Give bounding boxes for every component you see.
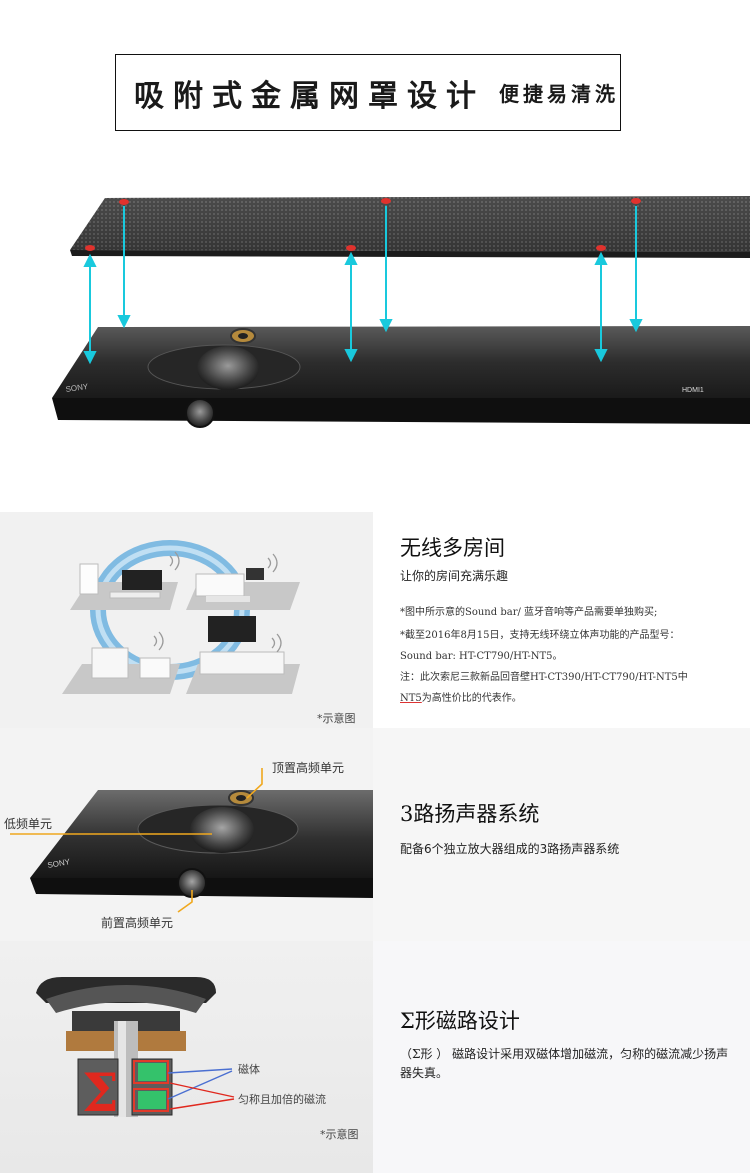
- hero-soundbar-illustration: SONY HDMI1: [0, 180, 750, 450]
- woofer-icon: [190, 807, 254, 853]
- label-front-tweeter: 前置高频单元: [101, 916, 174, 930]
- callout-lines: [10, 768, 263, 913]
- magnet-icons: [138, 1063, 166, 1109]
- room-living: [70, 563, 178, 610]
- sigma-driver-illustration: Σ 磁体 匀称且加倍的磁流 *示意图: [0, 941, 373, 1173]
- magnet-points: [85, 198, 641, 251]
- speaker-system-section: SONY 顶置高频单元 低频单元 前置高频单元 3路扬声器系统 配备6个独立放大…: [0, 728, 750, 941]
- banner: 吸附式金属网罩设计 便捷易清洗: [115, 54, 621, 131]
- multiroom-illustration: *示意图: [0, 512, 373, 728]
- flux-pointers: [169, 1082, 235, 1110]
- banner-title: 吸附式金属网罩设计: [134, 78, 485, 114]
- flux-paths: [133, 1060, 169, 1112]
- speaker-drivers-illustration: SONY 顶置高频单元 低频单元 前置高频单元: [0, 728, 373, 941]
- room-dining: [62, 647, 180, 694]
- room-bedroom: [186, 568, 300, 610]
- woofer-icon: [197, 346, 259, 390]
- room-theater: [186, 616, 300, 694]
- speaker-brand: SONY: [47, 857, 72, 870]
- multiroom-note-5-rest: 为高性价比的代表作。: [421, 693, 522, 704]
- multiroom-title: 无线多房间: [400, 536, 505, 560]
- multiroom-section: *示意图 无线多房间 让你的房间充满乐趣 *图中所示意的Sound bar/ 蓝…: [0, 512, 750, 728]
- assembly-arrows: [83, 206, 643, 365]
- sigma-circuit-section: Σ 磁体 匀称且加倍的磁流 *示意图 Σ形磁路设计 （Σ形 ） 磁路设计采用双磁…: [0, 941, 750, 1173]
- multiroom-note-5: NT5为高性价比的代表作。: [400, 689, 522, 704]
- multiroom-note-4: 注：此次索尼三款新品回音壁HT-CT390/HT-CT790/HT-NT5中: [400, 672, 688, 683]
- label-top-tweeter: 顶置高频单元: [272, 761, 345, 775]
- multiroom-note-3: Sound bar: HT-CT790/HT-NT5。: [400, 651, 563, 662]
- speaker-system-text: 3路扬声器系统 配备6个独立放大器组成的3路扬声器系统: [373, 728, 750, 941]
- sigma-title: Σ形磁路设计: [400, 1009, 520, 1033]
- multiroom-subtitle: 让你的房间充满乐趣: [400, 569, 509, 583]
- label-magnet: 磁体: [238, 1063, 260, 1076]
- magnet-pointers: [167, 1068, 233, 1100]
- banner-subtitle: 便捷易清洗: [499, 82, 619, 106]
- multiroom-note-1: *图中所示意的Sound bar/ 蓝牙音响等产品需要单独购买;: [400, 607, 658, 618]
- multiroom-caption: *示意图: [317, 712, 356, 725]
- label-flux: 匀称且加倍的磁流: [238, 1093, 326, 1106]
- sigma-circuit-text: Σ形磁路设计 （Σ形 ） 磁路设计采用双磁体增加磁流，匀称的磁流减少扬声器失真。: [373, 941, 750, 1173]
- multiroom-text: 无线多房间 让你的房间充满乐趣 *图中所示意的Sound bar/ 蓝牙音响等产…: [373, 512, 750, 728]
- sigma-glyph: Σ: [82, 1063, 119, 1124]
- label-woofer: 低频单元: [4, 817, 53, 831]
- sigma-caption: *示意图: [320, 1128, 359, 1141]
- multiroom-note-2: *截至2016年8月15日，支持无线环绕立体声功能的产品型号：: [400, 630, 680, 641]
- soundbar-exploded-view: SONY HDMI1: [52, 196, 750, 428]
- speaker-system-subtitle: 配备6个独立放大器组成的3路扬声器系统: [400, 842, 620, 856]
- model-highlight: NT5: [400, 693, 422, 704]
- hero-brand: SONY: [65, 382, 89, 394]
- sigma-description: （Σ形 ） 磁路设计采用双磁体增加磁流，匀称的磁流减少扬声器失真。: [400, 1047, 729, 1080]
- speaker-system-title: 3路扬声器系统: [400, 802, 540, 826]
- hero-port-label: HDMI1: [682, 387, 704, 394]
- front-tweeter-icon: [185, 398, 215, 428]
- wireless-icons: [153, 551, 282, 653]
